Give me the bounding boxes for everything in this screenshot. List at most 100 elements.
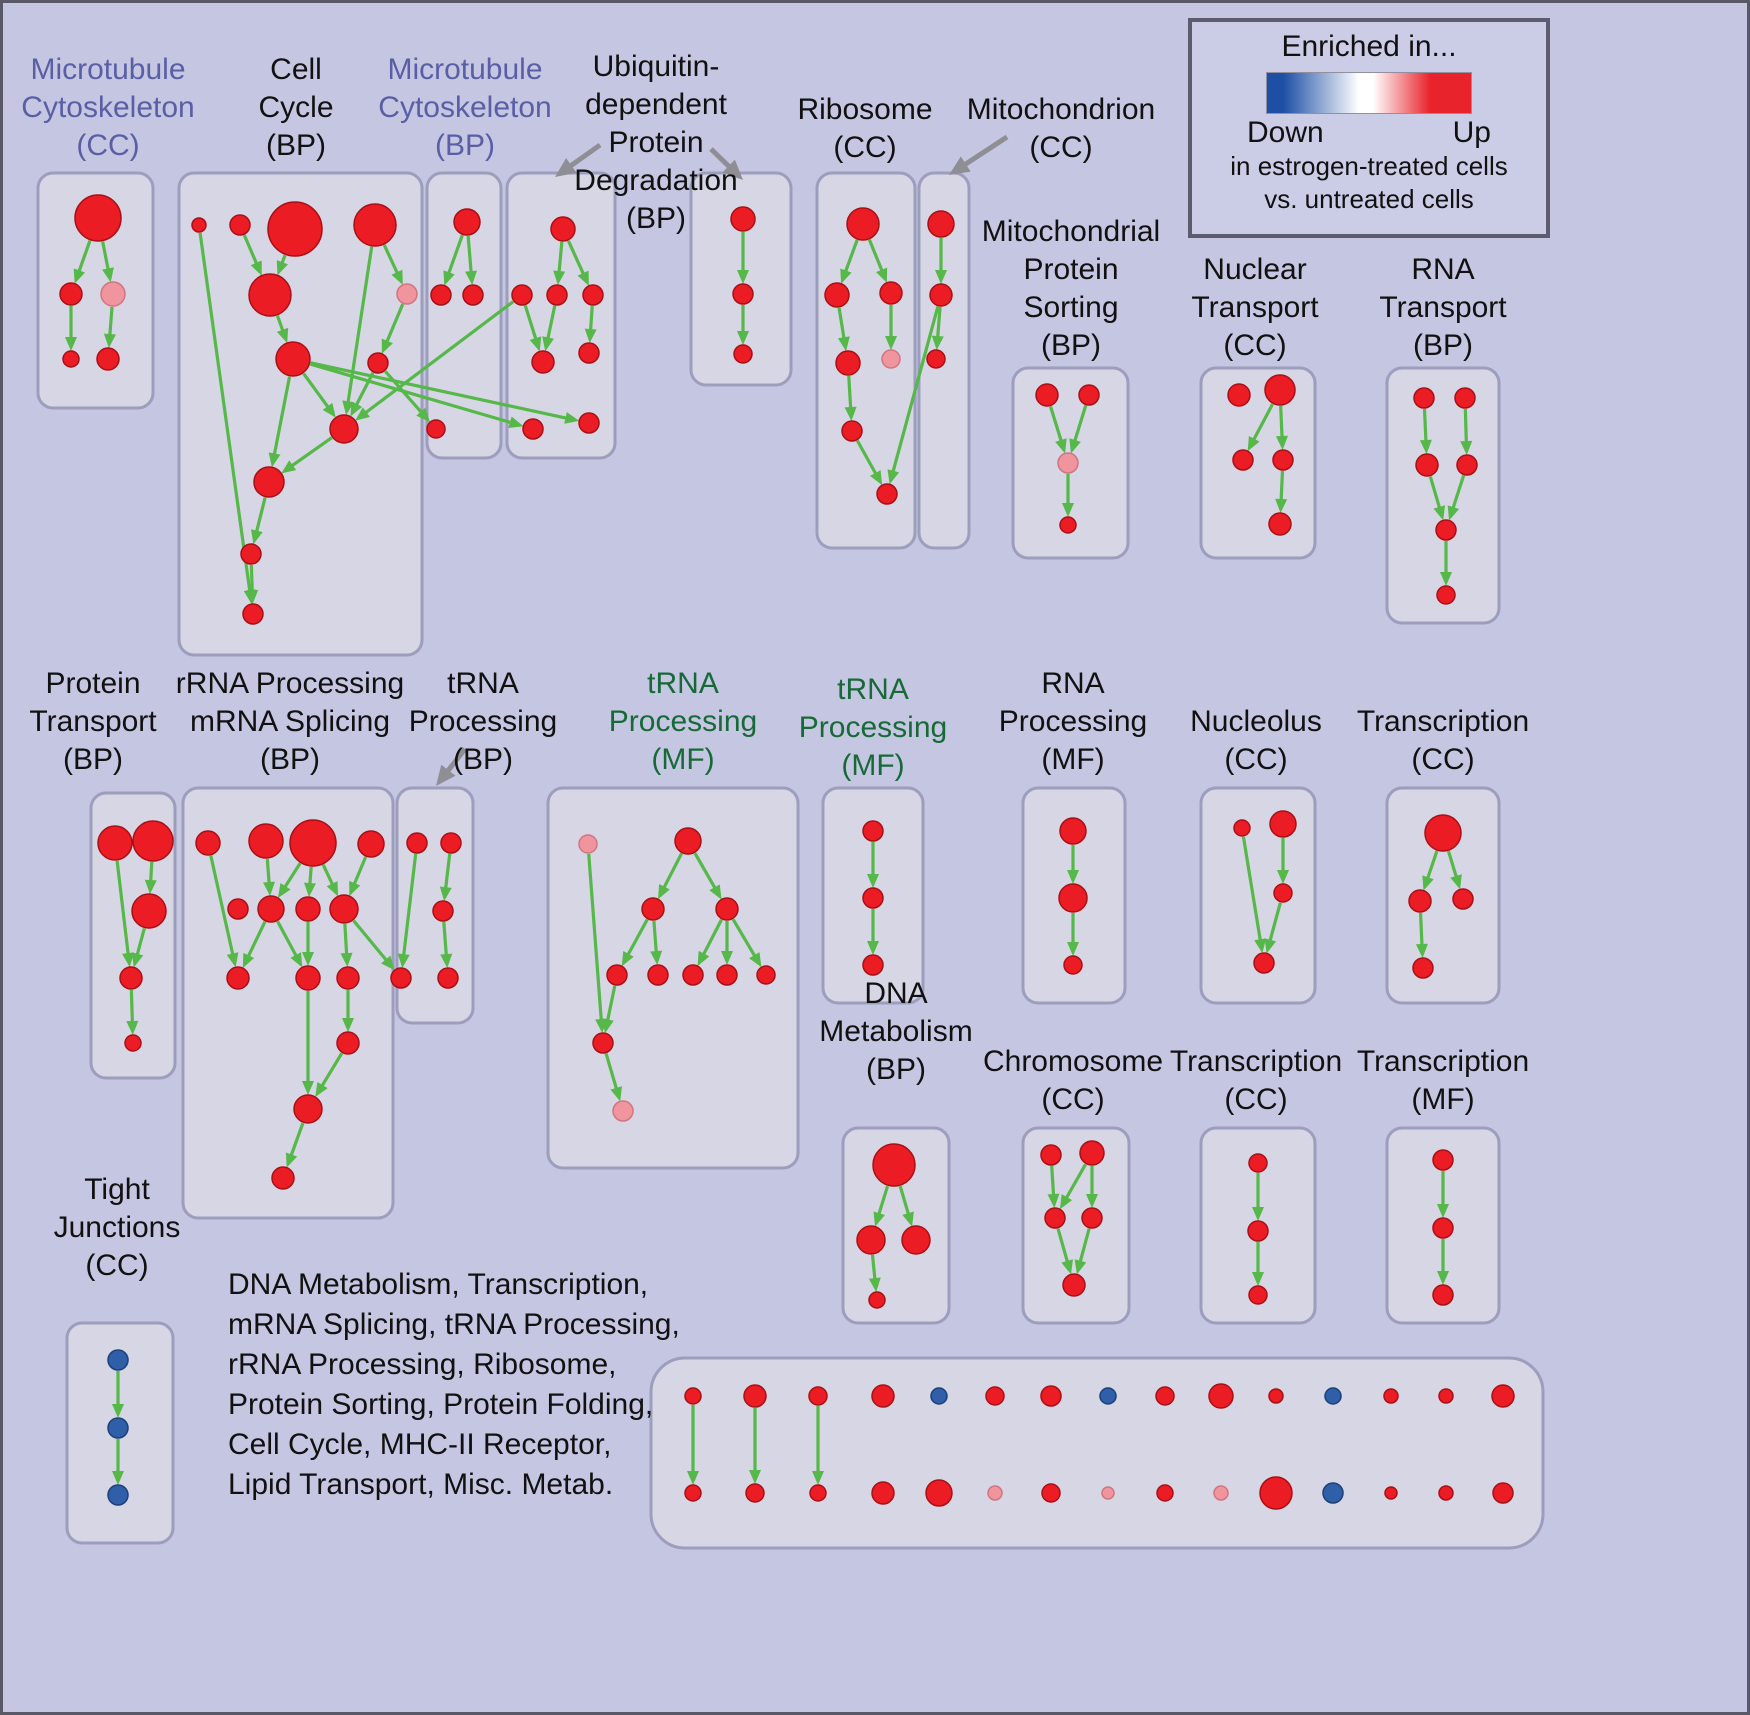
go-term-node [1438, 1485, 1454, 1501]
edge-arrow [73, 240, 92, 284]
go-term-node [406, 832, 428, 854]
edge-arrow [693, 852, 722, 900]
go-term-node [715, 897, 739, 921]
go-term-node [1041, 1483, 1061, 1503]
cluster-box-misc-metabolism [649, 1356, 1545, 1550]
go-term-node [271, 1166, 295, 1190]
go-term-node [835, 350, 861, 376]
go-term-node [1412, 957, 1434, 979]
edge-arrow [855, 439, 883, 486]
go-term-node [1247, 1220, 1269, 1242]
go-term-node [1408, 889, 1432, 913]
go-term-node [1413, 387, 1435, 409]
go-term-node [336, 966, 360, 990]
go-term-node [1057, 452, 1079, 474]
edge-arrow [584, 305, 597, 344]
go-term-node [440, 832, 462, 854]
go-term-node [856, 1225, 886, 1255]
go-term-node [1253, 952, 1275, 974]
go-term-node [1424, 814, 1462, 852]
go-term-node [1268, 512, 1292, 536]
edge-arrow [384, 370, 431, 423]
go-term-node [426, 419, 446, 439]
go-term-node [1040, 1385, 1062, 1407]
go-term-node [289, 819, 337, 867]
go-term-node [1099, 1387, 1117, 1405]
nodes-layer [59, 194, 1515, 1510]
misc-pathways-text: DNA Metabolism, Transcription,mRNA Splic… [228, 1268, 680, 1501]
go-term-node [879, 281, 903, 305]
go-term-node [1059, 516, 1077, 534]
edge-arrow [275, 315, 289, 344]
go-term-node [1432, 1217, 1454, 1239]
go-term-node [100, 281, 126, 307]
go-term-node [1062, 1273, 1086, 1297]
go-term-node [846, 207, 880, 241]
edge-arrow [126, 989, 139, 1036]
go-term-node [107, 1349, 129, 1371]
go-term-node [511, 284, 533, 306]
edge-arrow [658, 852, 684, 900]
go-term-node [756, 965, 776, 985]
edge-arrow [931, 306, 944, 351]
edge-arrow [1422, 850, 1439, 891]
edge-arrow [381, 303, 405, 354]
go-term-node [336, 1031, 360, 1055]
edge-arrow [650, 920, 663, 966]
edge-arrow [277, 862, 302, 899]
cluster-box-ribosome-cc [815, 171, 917, 550]
edge-arrow [268, 376, 292, 468]
cluster-box-dna-metabolism-bp [841, 1126, 951, 1325]
go-term-node [1491, 1384, 1515, 1408]
cluster-box-transcription-cc-1 [1385, 786, 1501, 1005]
go-term-node [929, 283, 953, 307]
go-term-node [927, 210, 955, 238]
edge-arrow [440, 921, 453, 969]
go-term-node [353, 203, 397, 247]
go-term-node [1384, 1486, 1398, 1500]
go-term-node [295, 896, 321, 922]
go-term-node [227, 898, 249, 920]
go-term-node [809, 1484, 827, 1502]
go-term-node [1269, 810, 1297, 838]
go-term-node [293, 1094, 323, 1124]
cluster-box-microtubule-cytoskeleton-bp [425, 171, 503, 460]
go-term-node [96, 347, 120, 371]
go-term-node [1208, 1383, 1234, 1409]
edge-arrow [103, 306, 116, 349]
cluster-box-chromosome-cc [1021, 1126, 1131, 1325]
go-term-node [1040, 1144, 1062, 1166]
go-term-node [606, 964, 628, 986]
go-term-node [396, 283, 418, 305]
legend-subtitle-1: in estrogen-treated cells [1230, 151, 1508, 181]
edge-arrow [1241, 836, 1267, 954]
edge-arrow [1415, 912, 1428, 959]
go-term-node [1079, 1140, 1105, 1166]
edge-arrow [697, 918, 723, 967]
go-term-node [733, 344, 753, 364]
go-term-node [257, 895, 285, 923]
go-term-node [226, 966, 250, 990]
go-term-node [1435, 519, 1457, 541]
diagram-svg [36, 134, 1545, 1550]
legend: Enriched in... Down Up in estrogen-treat… [1188, 18, 1550, 238]
edge-arrow [868, 1254, 881, 1293]
edge-arrow [840, 239, 859, 284]
go-term-node [1454, 387, 1476, 409]
edge-arrow [1047, 1165, 1060, 1209]
go-term-node [1248, 1285, 1268, 1305]
go-term-node [432, 900, 454, 922]
edge-arrow [131, 927, 146, 968]
go-term-node [119, 966, 143, 990]
edge-arrow [553, 241, 566, 286]
go-term-node [881, 349, 901, 369]
